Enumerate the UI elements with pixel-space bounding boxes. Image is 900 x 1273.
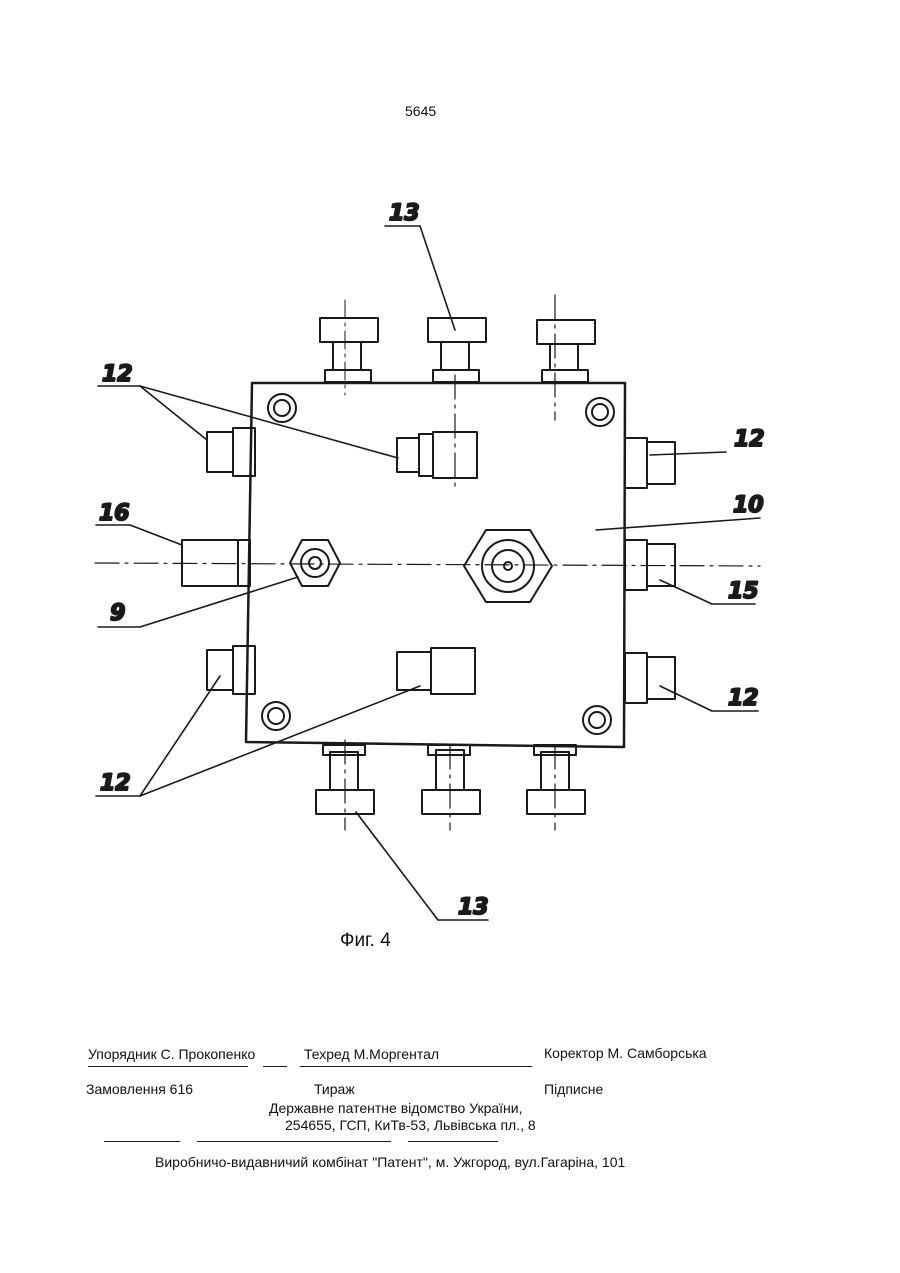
- patent-office: Державне патентне відомство України,: [269, 1100, 523, 1116]
- corrector-credit: Коректор М. Самборська: [544, 1045, 707, 1061]
- label-12-top-left: 12: [102, 362, 133, 387]
- techred-credit: Техред М.Моргентал: [304, 1046, 439, 1062]
- compiler-credit: Упорядник С. Прокопенко: [88, 1046, 255, 1062]
- label-13-top: 13: [389, 201, 420, 226]
- label-15: 15: [728, 579, 759, 604]
- order-number: Замовлення 616: [86, 1081, 193, 1097]
- label-12-bottom-right: 12: [728, 686, 759, 711]
- subscription: Підписне: [544, 1081, 603, 1097]
- footer-rule: [300, 1066, 532, 1067]
- page-number: 5645: [405, 103, 436, 119]
- publisher: Виробничо-видавничий комбінат "Патент", …: [155, 1154, 625, 1170]
- footer-rule: [197, 1141, 391, 1142]
- footer-rule: [408, 1141, 498, 1142]
- label-9: 9: [110, 601, 125, 626]
- label-10: 10: [733, 493, 764, 518]
- label-13-bottom: 13: [458, 895, 489, 920]
- label-12-top-right: 12: [734, 427, 765, 452]
- hex-nut-small: [290, 540, 340, 586]
- right-fittings: [625, 438, 675, 703]
- circulation: Тираж: [314, 1081, 355, 1097]
- hex-nut-large: [464, 530, 552, 602]
- label-12-bottom-left: 12: [100, 771, 131, 796]
- footer-rule: [263, 1066, 287, 1067]
- patent-office-address: 254655, ГСП, КиТв-53, Львівська пл., 8: [285, 1117, 536, 1133]
- top-fittings: [320, 300, 595, 395]
- left-fittings: [182, 428, 255, 694]
- technical-drawing-fig4: 13 12 12 16 10 9 15 12 12 13: [0, 180, 900, 940]
- label-16: 16: [99, 501, 130, 526]
- footer-rule: [88, 1066, 248, 1067]
- footer-rule: [104, 1141, 180, 1142]
- figure-caption: Фиг. 4: [340, 930, 391, 952]
